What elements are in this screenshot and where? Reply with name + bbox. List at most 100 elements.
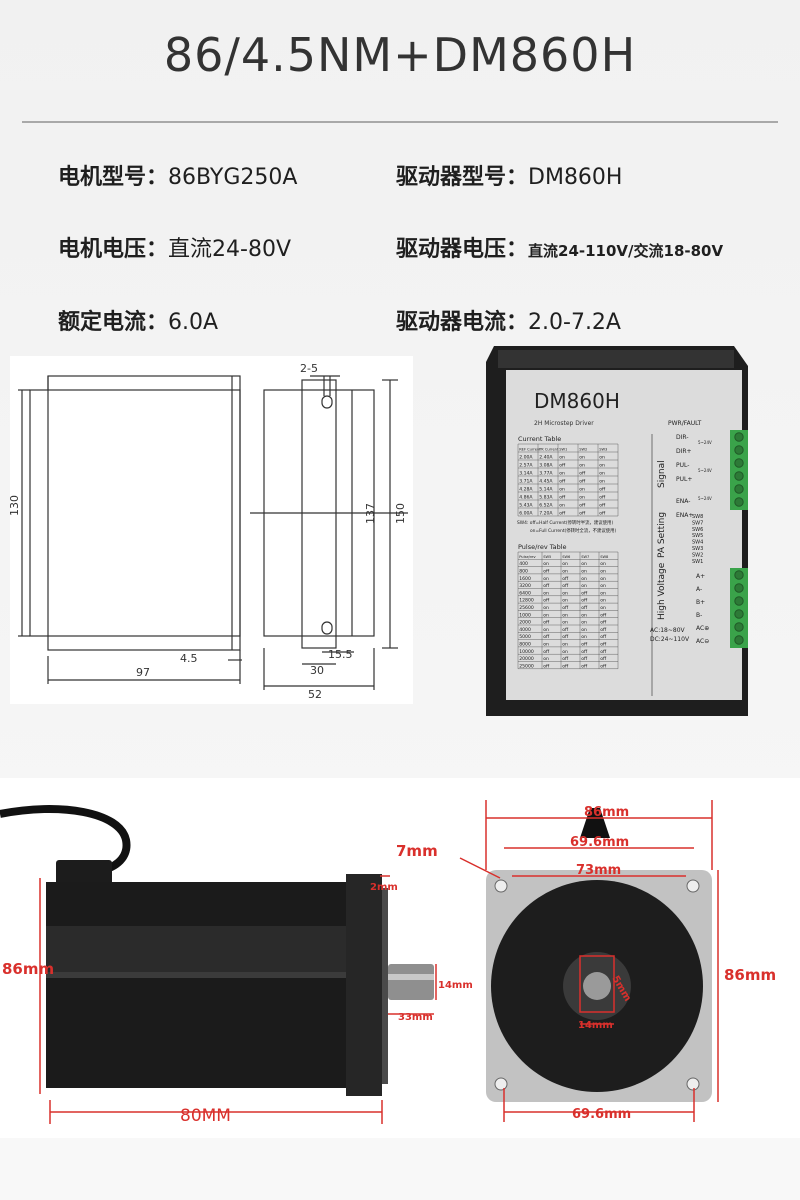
hv-pin-label: A+ <box>696 573 705 580</box>
pulse-table-cell: on <box>600 606 606 611</box>
current-table-cell: 6.52A <box>539 503 553 509</box>
current-table-cell: off <box>559 511 566 517</box>
pulse-table-cell: on <box>581 577 587 582</box>
pulse-table-cell: off <box>562 605 569 611</box>
terminal-screw <box>734 484 744 494</box>
current-table-cell: on <box>559 488 565 493</box>
dim-14-side: 14mm <box>438 980 473 991</box>
driver-image: DM860H 2H Microstep Driver Current Table… <box>486 346 748 716</box>
current-table-cell: 5.43A <box>519 503 533 509</box>
pulse-table-cell: off <box>600 656 607 662</box>
pulse-table-cell: 20000 <box>519 656 534 662</box>
current-table-cell: 4.45A <box>539 479 553 485</box>
motor-shaft-front <box>583 972 611 1000</box>
terminal-screw <box>734 635 744 645</box>
pulse-table-cell: off <box>562 663 569 669</box>
dim-15-5: 15.5 <box>328 648 353 661</box>
pulse-table-cell: on <box>600 599 606 604</box>
spec-driver-voltage-value: 直流24-110V/交流18-80V <box>528 242 724 260</box>
pulse-table-cell: on <box>543 643 549 648</box>
pulse-table-cell: 6400 <box>519 590 531 596</box>
pulse-table-cell: on <box>562 613 568 618</box>
current-table-cell: off <box>579 471 586 477</box>
pulse-table-cell: off <box>581 649 588 655</box>
mount-hole-bl <box>494 1077 508 1091</box>
pulse-table-cell: on <box>543 628 549 633</box>
pulse-table-cell: on <box>562 650 568 655</box>
switch-label: SW5 <box>692 533 703 539</box>
current-table-header-cell: SW3 <box>599 448 607 452</box>
switch-label: SW4 <box>692 540 703 546</box>
pulse-table-header-cell: Pulse/rev <box>519 555 536 559</box>
pulse-table-cell: off <box>562 627 569 633</box>
spec-driver-current-label: 驱动器电流： <box>396 310 529 335</box>
pulse-table-cell: off <box>581 590 588 596</box>
front-outline <box>47 375 241 651</box>
pulse-table-cell: on <box>543 606 549 611</box>
switch-label: SW2 <box>692 552 703 558</box>
pulse-table-cell: off <box>543 583 550 589</box>
current-table-cell: on <box>559 504 565 509</box>
driver-model-label: DM860H <box>534 389 620 413</box>
driver-subtitle: 2H Microstep Driver <box>534 420 594 427</box>
current-table-cell: on <box>559 472 565 477</box>
pulse-table-cell: off <box>581 663 588 669</box>
spec-driver-model-label: 驱动器型号： <box>396 165 529 190</box>
pulse-table-cell: off <box>562 656 569 662</box>
spec-driver-current-value: 2.0-7.2A <box>528 310 621 335</box>
current-table-cell: 3.14A <box>519 471 533 477</box>
signal-label: Signal <box>657 460 667 488</box>
pa-setting-label: PA Setting <box>657 512 667 558</box>
dim-69-6-top: 69.6mm <box>570 835 629 850</box>
spec-rated-current-label: 额定电流： <box>58 310 169 335</box>
driver-dimension-drawing: 130 97 4.5 2-5 137 150 15.5 30 52 <box>8 356 413 704</box>
current-table-cell: on <box>599 464 605 469</box>
pulse-table-cell: 800 <box>519 569 528 575</box>
motor-svg: 86mm 2mm 14mm 33mm 80MM 86mm 69 <box>0 800 776 1126</box>
pulse-table-cell: off <box>600 642 607 648</box>
pulse-table-cell: 400 <box>519 561 528 567</box>
spec-motor-model: 电机型号：86BYG250A <box>58 159 297 191</box>
motor-cable <box>0 805 131 874</box>
hv-pin-label: B+ <box>696 599 705 606</box>
pulse-table-cell: off <box>600 634 607 640</box>
current-table-header-cell: REF Current <box>519 448 541 452</box>
drawing-svg: 130 97 4.5 2-5 137 150 15.5 30 52 <box>8 362 408 701</box>
pulse-table-cell: 4000 <box>519 627 531 633</box>
pulse-table-cell: 2000 <box>519 620 531 626</box>
current-table-cell: 2.57A <box>519 463 533 469</box>
dim-30: 30 <box>310 664 324 677</box>
pulse-table-cell: on <box>600 570 606 575</box>
ac-range: AC:18~80V <box>650 627 686 634</box>
pulse-table-cell: off <box>600 612 607 618</box>
pulse-table-cell: on <box>543 577 549 582</box>
motor-body-side <box>46 882 382 1088</box>
driver-label-plate <box>506 370 742 700</box>
pulse-table-cell: on <box>581 628 587 633</box>
spec-driver-voltage-label: 驱动器电压： <box>396 237 529 262</box>
pulse-table-cell: on <box>562 621 568 626</box>
dim-137: 137 <box>364 503 377 524</box>
pulse-table-cell: off <box>600 620 607 626</box>
terminal-screw <box>734 432 744 442</box>
current-table-cell: 3.08A <box>539 463 553 469</box>
current-table-header-cell: SW2 <box>579 448 587 452</box>
signal-pin-label: ENA+ <box>676 512 693 519</box>
pulse-table-cell: off <box>543 569 550 575</box>
pulse-table-header-cell: SW7 <box>581 555 589 559</box>
pulse-table-cell: on <box>600 577 606 582</box>
current-table-cell: 3.77A <box>539 471 553 477</box>
spec-motor-voltage-label: 电机电压： <box>58 237 169 262</box>
current-table-cell: 5.14A <box>539 487 553 493</box>
current-table-cell: 3.71A <box>519 479 533 485</box>
pulse-table-header-cell: SW8 <box>600 555 609 559</box>
current-table-cell: off <box>559 495 566 501</box>
spec-driver-current: 驱动器电流：2.0-7.2A <box>396 304 621 336</box>
pulse-table-cell: 25600 <box>519 605 534 611</box>
current-table-cell: off <box>579 503 586 509</box>
pulse-table-cell: 12800 <box>519 598 534 604</box>
pulse-table-cell: off <box>543 663 550 669</box>
switch-label: SW7 <box>692 520 703 526</box>
sw4-note-1: SW4: off=Half Current(停转时半流，建议使用) <box>517 519 613 526</box>
current-table-cell: 4.28A <box>519 487 533 493</box>
